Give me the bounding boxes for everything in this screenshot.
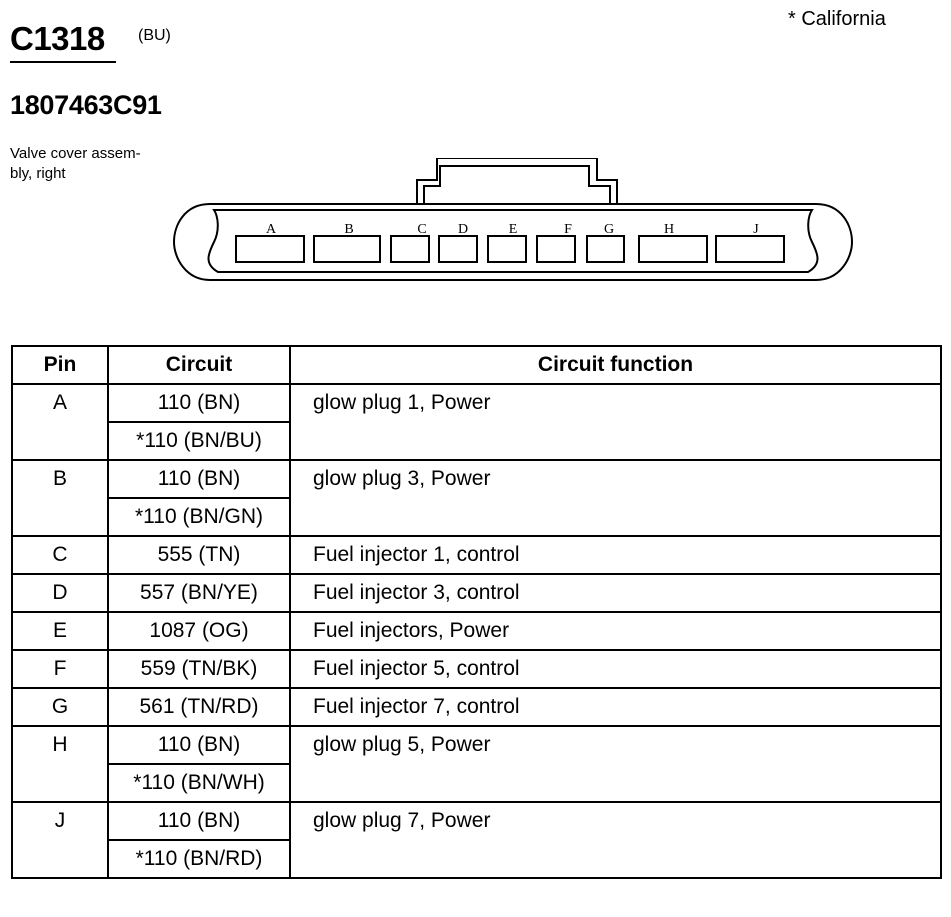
circuit-function-cell: Fuel injector 1, control — [289, 535, 942, 575]
circuit-cell: *110 (BN/RD) — [107, 839, 291, 879]
connector-latch-inner — [423, 165, 611, 204]
pin-cell: E — [11, 611, 109, 651]
pin-cell: B — [11, 459, 109, 537]
circuit-cell: 110 (BN) — [107, 801, 291, 841]
table-row: *110 (BN/BU) — [12, 421, 941, 461]
header-pin: Pin — [11, 345, 109, 385]
pin-cavity-g — [586, 235, 625, 263]
table-row: *110 (BN/WH) — [12, 763, 941, 803]
circuit-cell: 110 (BN) — [107, 383, 291, 423]
connector-body-inner — [207, 209, 819, 273]
circuit-cell: 110 (BN) — [107, 725, 291, 765]
part-number: 1807463C91 — [10, 90, 162, 120]
location-line-2: bly, right — [10, 165, 66, 182]
pin-cavity-a — [235, 235, 305, 263]
table-header-row: Pin Circuit Circuit function — [11, 345, 942, 385]
circuit-cell: 555 (TN) — [107, 535, 291, 575]
circuit-cell: 110 (BN) — [107, 459, 291, 499]
pin-cell: J — [11, 801, 109, 879]
connector-id-underline — [10, 61, 116, 63]
connector-color-code: (BU) — [138, 27, 171, 44]
circuit-function-cell: Fuel injector 3, control — [289, 573, 942, 613]
pin-cavity-h — [638, 235, 708, 263]
pin-label-b: B — [344, 222, 353, 237]
circuit-cell: *110 (BN/GN) — [107, 497, 291, 537]
pin-label-e: E — [509, 222, 518, 237]
pin-cell: H — [11, 725, 109, 803]
pin-label-c: C — [417, 222, 426, 237]
circuit-function-cell: glow plug 7, Power — [289, 801, 942, 879]
pin-cell: F — [11, 649, 109, 689]
pin-cell: G — [11, 687, 109, 727]
pin-cavity-d — [438, 235, 478, 263]
circuit-function-cell: glow plug 5, Power — [289, 725, 942, 803]
circuit-cell: 1087 (OG) — [107, 611, 291, 651]
pin-label-h: H — [664, 222, 674, 237]
connector-latch — [416, 158, 618, 204]
circuit-cell: 561 (TN/RD) — [107, 687, 291, 727]
pin-cavity-j — [715, 235, 785, 263]
california-footnote: * California — [788, 8, 886, 30]
circuit-cell: *110 (BN/WH) — [107, 763, 291, 803]
pin-cell: D — [11, 573, 109, 613]
circuit-cell: *110 (BN/BU) — [107, 421, 291, 461]
pin-label-j: J — [753, 222, 759, 237]
location-line-1: Valve cover assem- — [10, 145, 141, 162]
header-circuit-function: Circuit function — [289, 345, 942, 385]
pin-cavity-e — [487, 235, 527, 263]
circuit-cell: 557 (BN/YE) — [107, 573, 291, 613]
circuit-function-cell: Fuel injectors, Power — [289, 611, 942, 651]
pin-cavity-c — [390, 235, 430, 263]
connector-location: Valve cover assem- bly, right — [10, 144, 180, 184]
pin-label-g: G — [604, 222, 614, 237]
pin-cell: A — [11, 383, 109, 461]
table-row: *110 (BN/RD) — [12, 839, 941, 879]
header-circuit: Circuit — [107, 345, 291, 385]
pin-cavity-f — [536, 235, 576, 263]
circuit-function-cell: Fuel injector 5, control — [289, 649, 942, 689]
circuit-cell: 559 (TN/BK) — [107, 649, 291, 689]
pin-label-f: F — [564, 222, 572, 237]
circuit-function-cell: Fuel injector 7, control — [289, 687, 942, 727]
pin-cavity-b — [313, 235, 381, 263]
table-row: *110 (BN/GN) — [12, 497, 941, 537]
circuit-function-cell: glow plug 3, Power — [289, 459, 942, 537]
pin-label-d: D — [458, 222, 468, 237]
circuit-function-cell: glow plug 1, Power — [289, 383, 942, 461]
pin-cell: C — [11, 535, 109, 575]
pin-label-a: A — [266, 222, 277, 237]
connector-id: C1318 — [10, 20, 105, 57]
